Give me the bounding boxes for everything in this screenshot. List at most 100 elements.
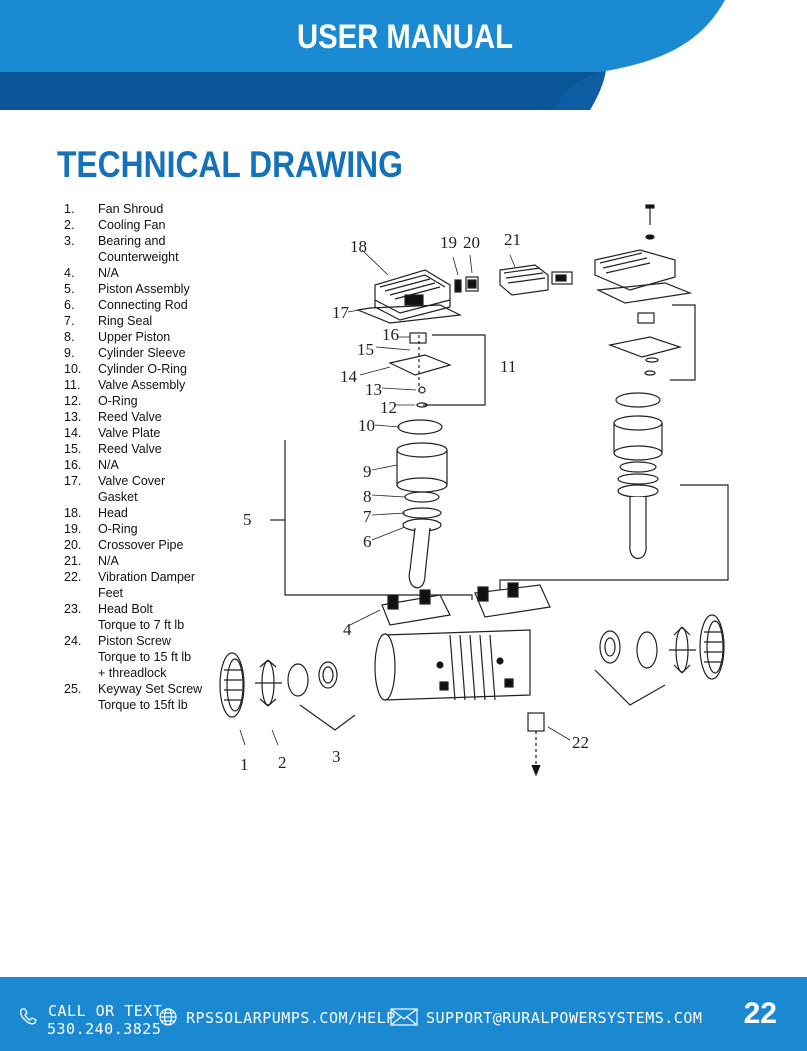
part-number: 2.: [64, 218, 75, 232]
callout-5: 5: [243, 510, 252, 529]
part-number: [48, 585, 98, 601]
part-number: 9.: [64, 346, 75, 360]
callout-17: 17: [332, 303, 350, 322]
cylinder-sleeve-right: [613, 415, 663, 461]
part-number: 11.: [64, 378, 81, 392]
cylinder-o-ring: [397, 419, 443, 435]
callout-20: 20: [463, 233, 480, 252]
part-name: Valve Assembly: [98, 378, 186, 392]
callout-21: 21: [504, 230, 521, 249]
parts-list-item: 6.Connecting Rod: [48, 297, 238, 313]
cylinder-sleeve: [396, 442, 448, 493]
upper-piston: [404, 491, 440, 503]
part-name: Keyway Set Screw: [98, 682, 203, 696]
part-number: 22.: [64, 570, 82, 584]
valve-assembly-left: [388, 332, 452, 408]
part-number: [48, 249, 98, 265]
part-number: 13.: [64, 410, 82, 424]
mail-icon: [390, 1008, 418, 1026]
parts-list-item: 12.O-Ring: [48, 393, 238, 409]
part-name: Vibration Damper: [98, 570, 196, 584]
callout-8: 8: [363, 487, 372, 506]
part-name: Torque to 7 ft lb: [98, 618, 185, 632]
callout-4: 4: [343, 620, 352, 639]
part-name: Upper Piston: [98, 330, 171, 344]
part-name: Connecting Rod: [98, 298, 188, 312]
callout-19: 19: [440, 233, 457, 252]
parts-list-item: 2.Cooling Fan: [48, 217, 238, 233]
part-name: Torque to 15ft lb: [98, 698, 188, 712]
part-number: 25.: [64, 682, 82, 696]
callout-numbers: 18 19 20 21 17 16 15 14 13 12 10 11 9 8 …: [240, 230, 589, 774]
ring-seal: [402, 507, 442, 519]
globe-icon: [159, 1008, 177, 1026]
part-name: Cylinder Sleeve: [98, 346, 186, 360]
part-name: Head Bolt: [98, 602, 153, 616]
parts-list-item: Feet: [48, 585, 238, 601]
connecting-rod: [408, 527, 431, 589]
callout-2: 2: [278, 753, 287, 772]
part-name: Reed Valve: [98, 410, 162, 424]
part-number: 4.: [64, 266, 75, 280]
right-bracket-bottom: [594, 669, 666, 706]
parts-list-item: Gasket: [48, 489, 238, 505]
header-title: USER MANUAL: [296, 18, 514, 56]
footer-bar: CALL OR TEXT 530.240.3825 RPSSOLARPUMPS.…: [0, 977, 807, 1051]
part-name: Feet: [98, 586, 124, 600]
part-number: 10.: [64, 362, 82, 376]
part-number: 12.: [64, 394, 82, 408]
connecting-rod-right: [629, 497, 647, 560]
part-number: [48, 697, 98, 713]
part-number: 7.: [64, 314, 75, 328]
phone-number[interactable]: 530.240.3825: [47, 1020, 162, 1038]
part-number: 1.: [64, 202, 75, 216]
parts-list-item: 15.Reed Valve: [48, 441, 238, 457]
part-name: Valve Plate: [98, 426, 161, 440]
parts-list-item: 8.Upper Piston: [48, 329, 238, 345]
leader-lines: [239, 249, 571, 746]
part-number: [48, 617, 98, 633]
parts-list-item: 23.Head Bolt: [48, 601, 238, 617]
fan-shroud-right: [699, 614, 725, 680]
part-number: [48, 649, 98, 665]
part-number: [48, 489, 98, 505]
vibration-damper: [527, 712, 545, 777]
parts-list-item: Torque to 15ft lb: [48, 697, 238, 713]
part-name: Torque to 15 ft lb: [98, 650, 192, 664]
parts-list-item: 7. Ring Seal: [48, 313, 238, 329]
callout-12: 12: [380, 398, 397, 417]
part-name: Ring Seal: [98, 314, 153, 328]
parts-list-item: 19.O-Ring: [48, 521, 238, 537]
parts-list-item: 1.Fan Shroud: [48, 201, 238, 217]
part-number: 14.: [64, 426, 82, 440]
page-title: TECHNICAL DRAWING: [57, 144, 403, 185]
callout-14: 14: [340, 367, 358, 386]
part-name: Cylinder O-Ring: [98, 362, 187, 376]
parts-list-item: + threadlock: [48, 665, 238, 681]
bearing-right: [599, 630, 658, 669]
part-name: Valve Cover: [98, 474, 166, 488]
callout-10: 10: [358, 416, 375, 435]
parts-list-item: 13. Reed Valve: [48, 409, 238, 425]
part-name: Piston Assembly: [98, 282, 190, 296]
parts-list-item: Counterweight: [48, 249, 238, 265]
part-number: 19.: [64, 522, 82, 536]
page-number: 22: [743, 997, 777, 1030]
bracket-11: [423, 334, 486, 406]
callout-1: 1: [240, 755, 249, 774]
website-link[interactable]: RPSSOLARPUMPS.COM/HELP: [186, 1009, 396, 1027]
callout-16: 16: [382, 325, 399, 344]
callout-18: 18: [350, 237, 367, 256]
part-name: Gasket: [98, 490, 138, 504]
part-name: Reed Valve: [98, 442, 162, 456]
o-ring-right: [615, 392, 661, 408]
parts-list-item: 10. Cylinder O-Ring: [48, 361, 238, 377]
parts-list-item: 16.N/A: [48, 457, 238, 473]
part-name: Bearing and: [98, 234, 166, 248]
header-shape: [0, 0, 725, 110]
exploded-view-diagram: 18 19 20 21 17 16 15 14 13 12 10 11 9 8 …: [219, 204, 729, 777]
parts-list-item: Torque to 7 ft lb: [48, 617, 238, 633]
email-link[interactable]: SUPPORT@RURALPOWERSYSTEMS.COM: [426, 1009, 703, 1027]
part-name: + threadlock: [98, 666, 167, 680]
callout-22: 22: [572, 733, 589, 752]
